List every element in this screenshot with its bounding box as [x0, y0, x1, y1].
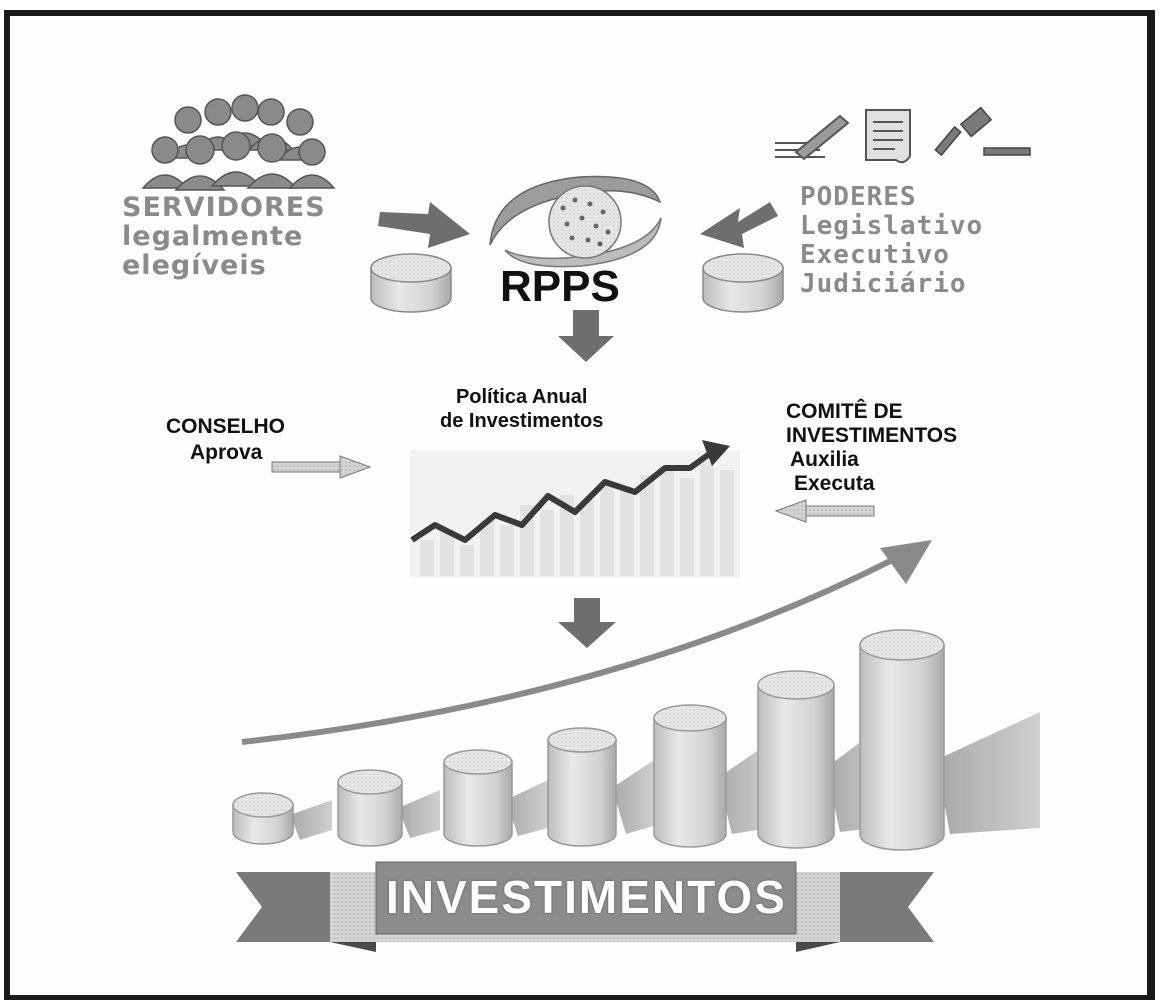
servidores-line3: elegíveis	[122, 250, 267, 281]
poderes-line2: Legislativo	[800, 211, 984, 241]
servidores-line2: legalmente	[122, 221, 304, 252]
coin-stack-icon	[702, 253, 784, 313]
comite-line1: COMITÊ DE	[786, 400, 903, 423]
rpps-logo-icon	[489, 175, 662, 268]
arrow-down-rpps	[558, 310, 614, 362]
people-group-icon	[141, 94, 336, 191]
conselho-line1: CONSELHO	[166, 415, 286, 438]
poderes-title: PODERES	[800, 182, 917, 212]
servidores-title: SERVIDORES	[122, 192, 326, 223]
arrow-poderes-to-rpps	[700, 202, 778, 248]
banner-label: INVESTIMENTOS	[386, 871, 787, 923]
poderes-line4: Judiciário	[800, 269, 967, 299]
growth-chart-icon	[410, 440, 740, 578]
growth-curve-arrow	[241, 540, 932, 745]
politica-line1: Política Anual	[455, 386, 588, 408]
comite-line2: INVESTIMENTOS	[786, 424, 958, 447]
arrow-comite-to-politica	[774, 499, 875, 523]
document-scroll-icon	[865, 109, 911, 164]
arrow-down-politica	[558, 598, 616, 648]
arrow-servidores-to-rpps	[378, 202, 470, 248]
coin-stacks	[232, 629, 1040, 851]
arrow-conselho-to-politica	[271, 455, 372, 479]
conselho-line2: Aprova	[190, 441, 263, 464]
comite-line3: Auxilia	[790, 448, 859, 471]
poderes-line3: Executivo	[800, 240, 950, 270]
investimentos-banner	[236, 861, 934, 952]
coin-stack-icon	[370, 253, 452, 313]
comite-line4: Executa	[794, 472, 875, 495]
politica-line2: de Investimentos	[440, 410, 604, 432]
gavel-icon	[934, 106, 1031, 157]
signing-pen-icon	[775, 114, 850, 161]
rpps-label: RPPS	[500, 262, 620, 311]
